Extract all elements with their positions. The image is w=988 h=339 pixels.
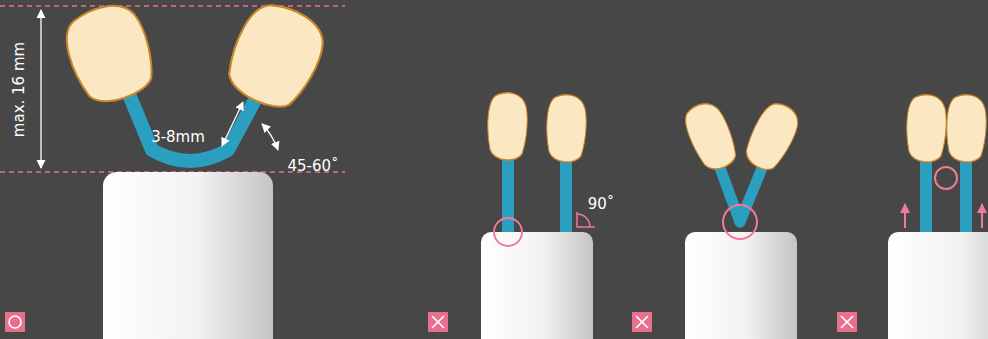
- sprue: [920, 160, 932, 232]
- wrong-mark: [841, 316, 853, 328]
- sprue: [720, 168, 740, 222]
- build-block: [685, 232, 797, 339]
- force-arrow: [904, 204, 906, 228]
- force-arrow: [981, 204, 983, 228]
- angle-arc: [262, 124, 278, 150]
- dimension-arrow: [40, 10, 41, 168]
- length-dimension: 3-8mm: [151, 130, 205, 145]
- wrong-mark: [636, 316, 648, 328]
- right-angle-symbol: [577, 212, 595, 227]
- build-block: [481, 232, 593, 339]
- crown: [679, 97, 743, 175]
- build-block: [103, 172, 273, 339]
- sprue: [560, 160, 572, 232]
- wrong-mark: [428, 312, 448, 332]
- problem-circle: [935, 167, 957, 189]
- build-block: [888, 232, 988, 339]
- wrong-mark: [432, 316, 444, 328]
- wrong-example: [428, 93, 595, 339]
- angle-dimension: 45-60˚: [287, 159, 338, 174]
- angle-dimension: 90˚: [588, 197, 615, 212]
- sprue: [502, 158, 514, 232]
- limit-line: [0, 5, 345, 6]
- height-dimension: max. 16 mm: [13, 41, 28, 136]
- wrong-mark: [837, 312, 857, 332]
- crown: [547, 95, 586, 162]
- dimension-arrow: [222, 102, 243, 146]
- crown: [907, 95, 946, 162]
- crown: [56, 0, 164, 112]
- sprue: [960, 160, 972, 232]
- sprue: [128, 92, 257, 161]
- crown: [219, 0, 332, 117]
- problem-circle: [494, 218, 522, 246]
- ok-mark: [9, 316, 21, 328]
- crown: [740, 98, 804, 176]
- wrong-example: [632, 97, 804, 339]
- crown: [488, 93, 527, 160]
- ok-mark: [5, 312, 25, 332]
- crown: [947, 95, 986, 162]
- sprue: [740, 168, 762, 222]
- wrong-example: [837, 95, 988, 339]
- problem-circle: [723, 205, 757, 239]
- wrong-mark: [632, 312, 652, 332]
- correct-example: [0, 0, 345, 339]
